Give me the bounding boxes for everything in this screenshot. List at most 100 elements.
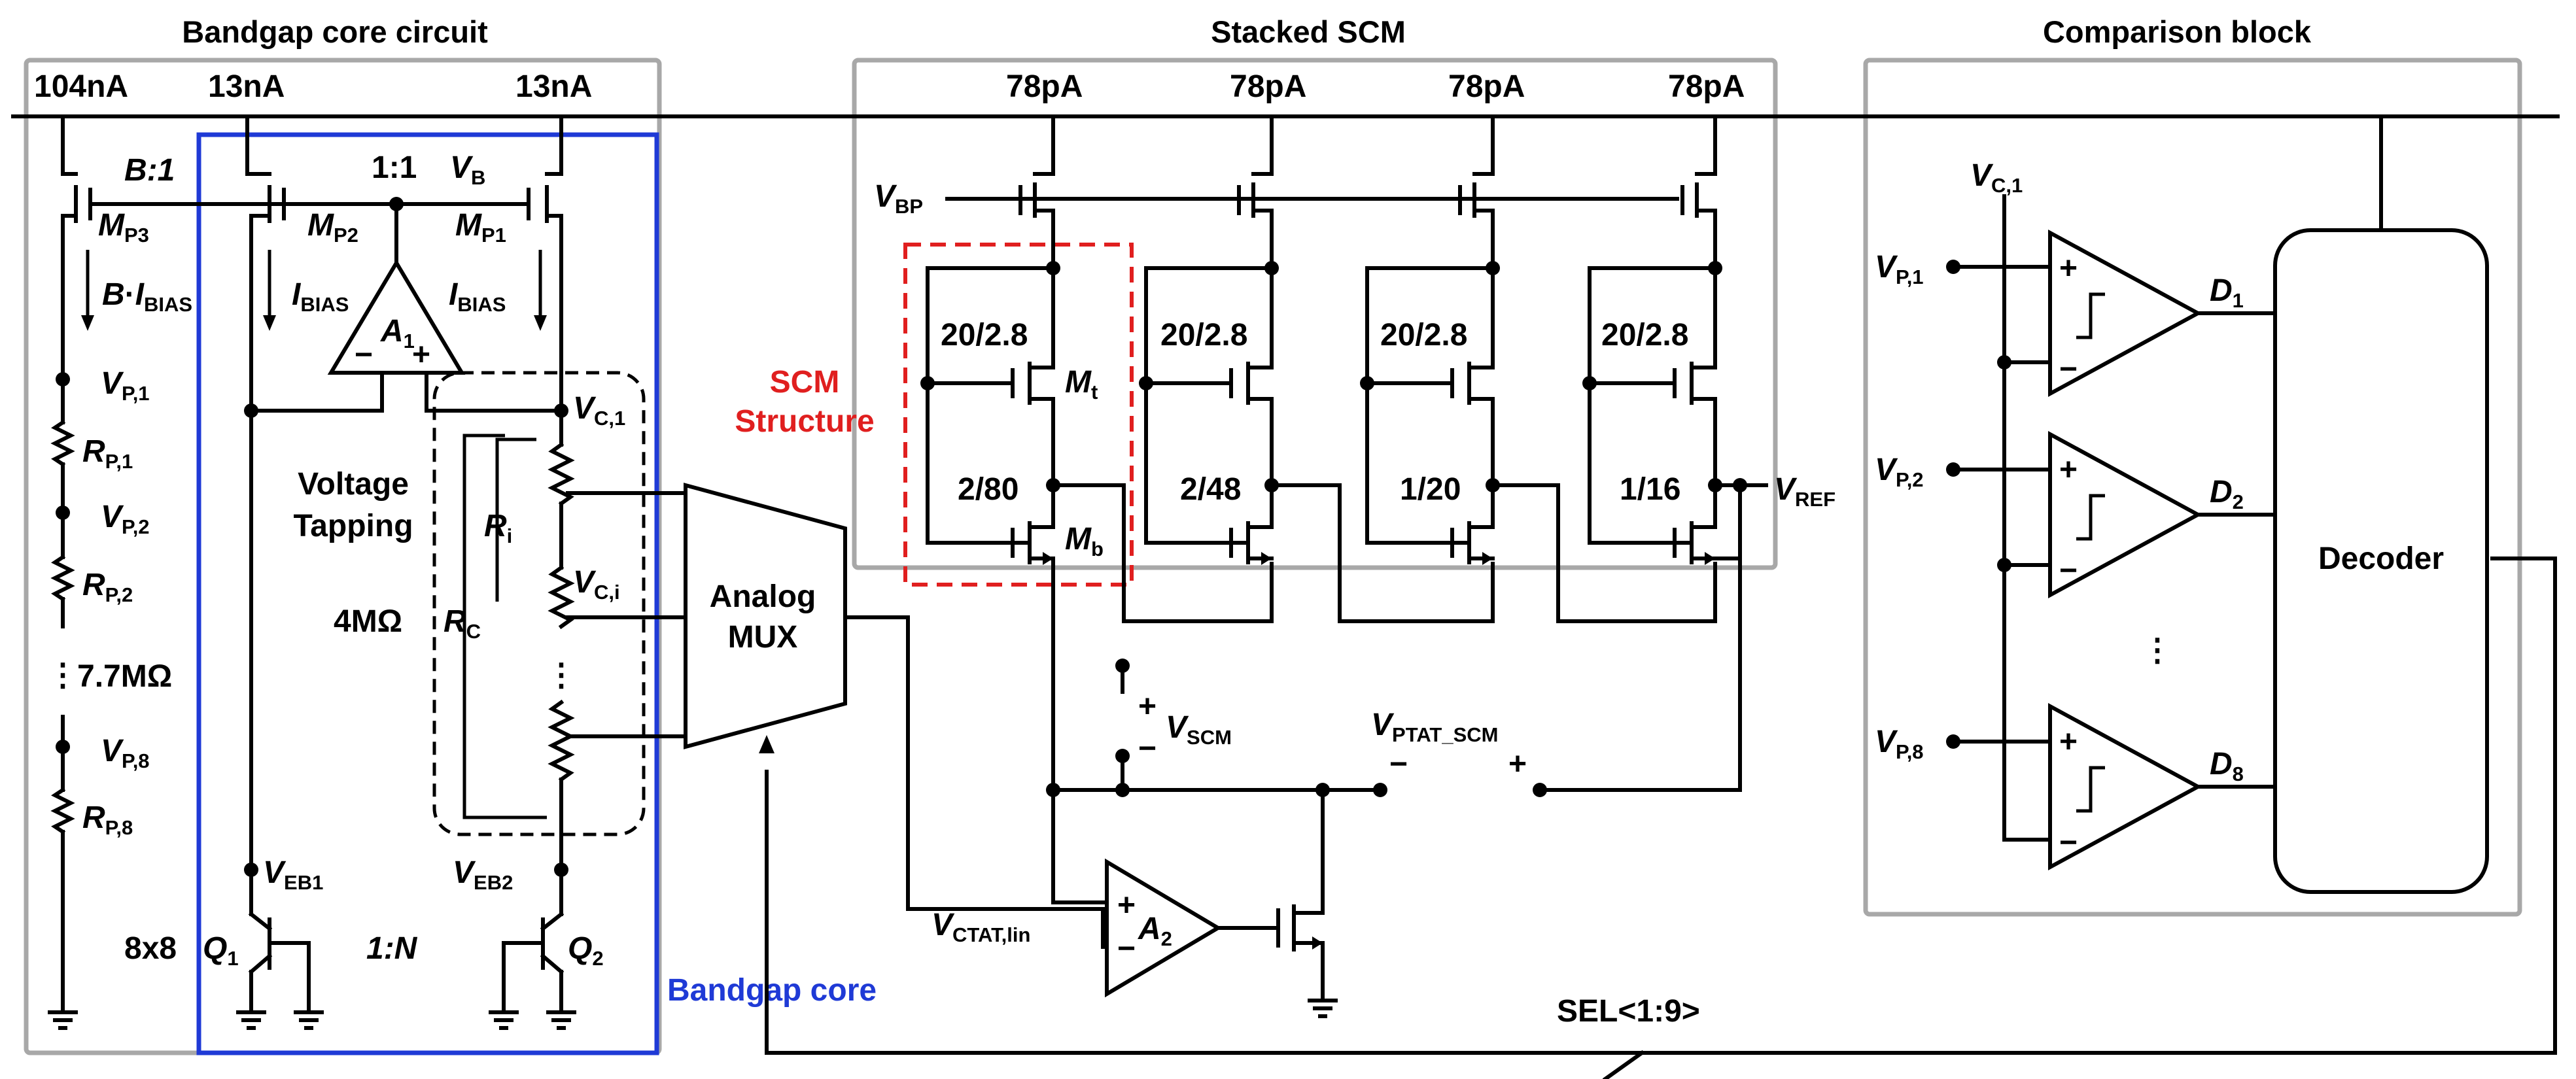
vp8-input-dot (1946, 734, 1960, 749)
decoder-label: Decoder (2318, 541, 2444, 576)
scm-node-dot-3b (1360, 376, 1374, 390)
bjt-q1 (248, 868, 311, 1014)
resistor-rp2 (50, 554, 75, 602)
label-vb: VB (450, 150, 485, 189)
size-bot-3: 1/20 (1400, 472, 1461, 507)
scm-node-dot-4c (1708, 478, 1722, 492)
node-dot-vp1 (56, 372, 70, 386)
a1-plus: + (412, 337, 430, 372)
vscm-minus: − (1138, 731, 1157, 766)
label-mb: Mb (1065, 522, 1104, 560)
label-ibias-left: IBIAS (292, 277, 349, 316)
bjt-q2 (502, 868, 565, 1014)
label-d2: D2 (2210, 475, 2244, 513)
label-d8: D8 (2210, 747, 2244, 785)
a2-minus: − (1117, 931, 1136, 966)
current-arrow-ibias-right (534, 250, 547, 331)
label-ibias-right: IBIAS (449, 277, 506, 316)
label-vptat-scm: VPTAT_SCM (1371, 708, 1498, 746)
scm-node-dot-1a (1046, 261, 1060, 275)
scm-node-dot-2a (1264, 261, 1279, 275)
label-7-7mohm: 7.7MΩ (77, 659, 172, 694)
resistor-rp1 (50, 419, 75, 468)
label-mp3: MP3 (98, 208, 149, 247)
label-vp8-comparator: VP,8 (1875, 725, 1924, 763)
label-vp2-comparator: VP,2 (1875, 453, 1924, 491)
a2-minus-input (1101, 907, 1109, 949)
resistor-tap-3 (548, 699, 575, 783)
a2-plus: + (1117, 888, 1136, 923)
size-top-2: 20/2.8 (1160, 318, 1247, 352)
label-vp1-comparator: VP,1 (1875, 250, 1924, 288)
voltage-tapping-line-1: Voltage (298, 467, 409, 502)
scm-structure-line-1: SCM (770, 365, 840, 400)
comparator-2-plus: + (2059, 453, 2078, 487)
label-d1: D1 (2210, 273, 2244, 312)
current-78pa-3: 78pA (1448, 69, 1525, 104)
comparator-2-ref-dot (1997, 558, 2011, 572)
resistor-rp8 (50, 787, 75, 835)
label-ri: Ri (484, 509, 512, 547)
label-rc: RC (444, 604, 481, 643)
mux-label-2: MUX (728, 620, 798, 655)
ground-ladder (48, 1010, 78, 1030)
scm-block-outline (852, 58, 1778, 570)
comparator-2-minus: − (2059, 553, 2078, 588)
voltage-tapping-line-2: Tapping (293, 509, 413, 543)
ground-q1-right (294, 1010, 324, 1030)
ground-q2-right (546, 1010, 576, 1030)
comparator-8-plus: + (2059, 725, 2078, 759)
node-dot-a1-left (244, 403, 258, 418)
size-bot-2: 2/48 (1180, 472, 1241, 507)
vptat-plus: + (1508, 747, 1527, 781)
current-13na-left: 13nA (208, 69, 285, 104)
comparator-8-minus: − (2059, 825, 2078, 860)
scm-node-dot-4a (1708, 261, 1722, 275)
comparator-1-ref-dot (1997, 355, 2011, 369)
label-q1: Q1 (203, 931, 239, 970)
ground-q2-left (489, 1010, 519, 1030)
label-veb1: VEB1 (263, 855, 323, 894)
a1-plus-input (425, 371, 563, 413)
bandgap-core-outline (196, 132, 659, 1055)
comparison-title: Comparison block (2043, 14, 2312, 49)
decoder-box (2273, 228, 2489, 894)
analog-mux (684, 483, 847, 749)
scm-node-dot-2b (1139, 376, 1153, 390)
bandgap-core-label: Bandgap core (667, 973, 877, 1008)
gate-node-dot (389, 197, 404, 211)
scm-node-dot-3a (1486, 261, 1500, 275)
size-bot-1: 2/80 (958, 472, 1018, 507)
current-arrow-b-ibias (81, 250, 94, 331)
bracket-rc (462, 434, 547, 819)
vptat-plus-terminal (1533, 783, 1547, 797)
bracket-ri (495, 437, 536, 602)
scm-title: Stacked SCM (1211, 14, 1406, 49)
amplifier-a1 (327, 259, 466, 375)
ground-a2 (1308, 999, 1338, 1018)
vp1-input-dot (1946, 260, 1960, 274)
vptat-minus: − (1389, 747, 1408, 781)
label-vci: VC,i (573, 565, 620, 604)
scm-column-2 (1144, 114, 1495, 623)
label-vp2: VP,2 (101, 500, 150, 538)
a2-plus-input (1051, 788, 1109, 904)
vscm-plus: + (1138, 689, 1157, 724)
mp3-drain (61, 214, 78, 381)
comparator-2 (1951, 430, 2277, 599)
scm-node-dot-1b (920, 376, 935, 390)
mux-label-1: Analog (710, 579, 816, 614)
node-dot-vscm (1115, 783, 1130, 797)
size-top-1: 20/2.8 (941, 318, 1028, 352)
bandgap-title: Bandgap core circuit (182, 14, 488, 49)
amplifier-a2 (1105, 858, 1222, 998)
comparator-8 (1951, 702, 2277, 871)
ratio-1-1: 1:1 (372, 150, 417, 185)
label-rp2: RP,2 (82, 568, 133, 606)
node-dot-vp8 (56, 740, 70, 754)
resistor-tap-1 (548, 441, 575, 507)
comparator-ellipsis: ⋮ (2142, 633, 2173, 668)
tap-mp3 (61, 114, 78, 176)
scm-structure-line-2: Structure (735, 404, 874, 439)
voltage-tapping-outline (432, 371, 646, 836)
